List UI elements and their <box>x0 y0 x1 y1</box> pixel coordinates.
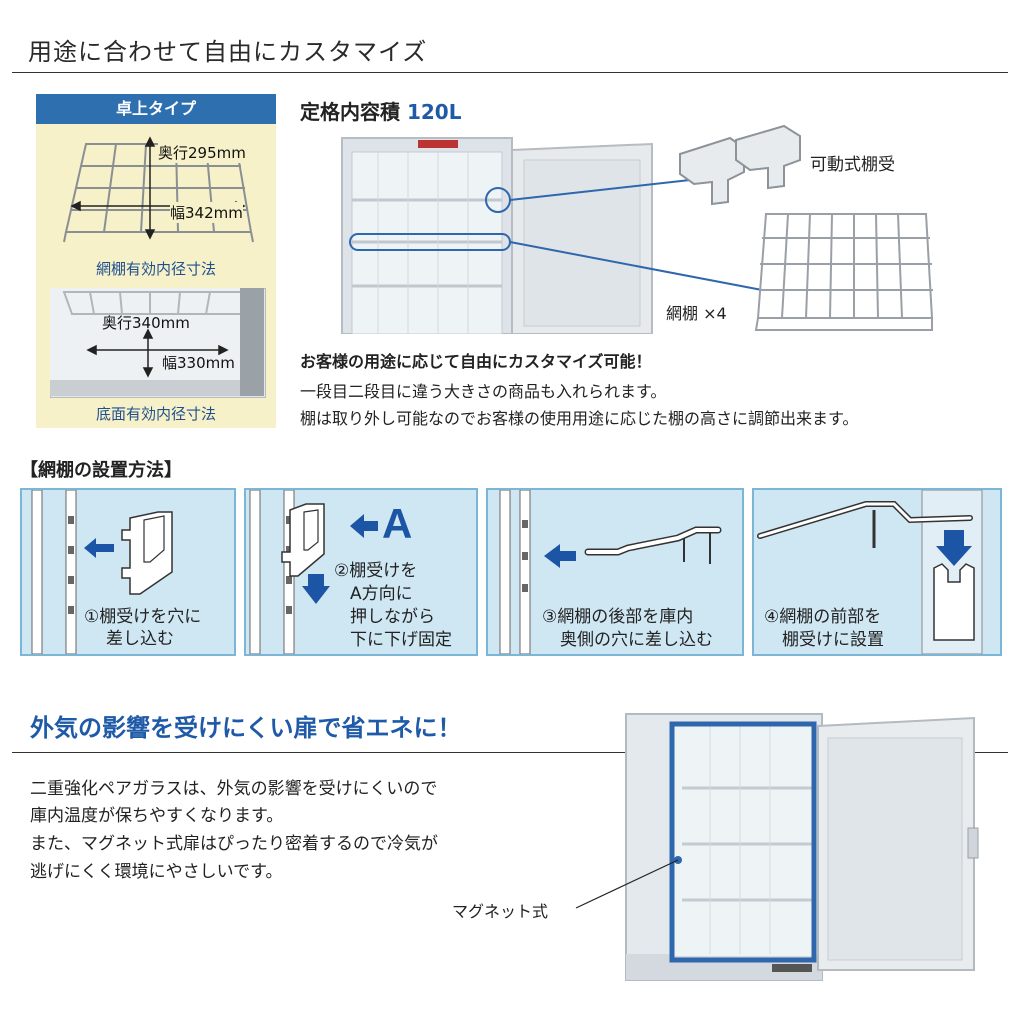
install-section-title: 【網棚の設置方法】 <box>20 460 182 481</box>
step-4-line-2: 棚受けに設置 <box>782 629 884 651</box>
shelf-count-label: 網棚 ×4 <box>666 304 727 323</box>
step-3-line-2: 奥側の穴に差し込む <box>560 629 713 651</box>
bottom-interior-illustration <box>50 288 264 396</box>
step-2-illustration <box>249 490 378 654</box>
magnet-callout-label: マグネット式 <box>452 902 549 921</box>
capacity-title: 定格内容積 120L <box>300 96 461 125</box>
energy-line-3: また、マグネット式扉はぴったり密着するので冷気が <box>30 834 438 854</box>
step-4-illustration <box>757 490 983 654</box>
capacity-value: 120L <box>406 100 462 124</box>
step-1-illustration <box>31 490 173 654</box>
energy-line-4: 逃げにくく環境にやさしいです。 <box>30 862 283 882</box>
movable-bracket-label: 可動式棚受 <box>810 155 895 175</box>
bottom-dimension-caption: 底面有効内径寸法 <box>95 405 216 423</box>
step-1-line-2: 差し込む <box>106 628 174 650</box>
wire-shelf-illustration <box>754 213 934 331</box>
header-divider <box>12 72 1008 73</box>
step-2-line-2: A方向に <box>350 583 413 605</box>
install-step-2: A ②棚受けを A方向に 押しながら 下に下げ固定 <box>244 488 478 656</box>
shelf-depth-label: 奥行295mm <box>158 142 246 163</box>
shelf-width-label: 幅342mm <box>170 202 243 223</box>
capacity-label: 定格内容積 <box>300 100 400 124</box>
step-2-direction-marker: A <box>382 500 413 547</box>
magnet-door-illustration <box>625 713 979 981</box>
install-step-3: ③網棚の後部を庫内 奥側の穴に差し込む <box>486 488 744 656</box>
bottom-depth-label: 奥行340mm <box>102 314 190 332</box>
step-1-line-1: ①棚受けを穴に <box>84 606 202 628</box>
showcase-open-illustration <box>341 137 653 334</box>
step-2-line-1: ②棚受けを <box>334 560 418 582</box>
step-2-line-3: 押しながら <box>350 606 435 628</box>
step-3-illustration <box>499 490 722 654</box>
page-title: 用途に合わせて自由にカスタマイズ <box>28 38 428 66</box>
step-4-line-1: ④網棚の前部を <box>764 606 882 628</box>
step-3-line-1: ③網棚の後部を庫内 <box>542 606 694 628</box>
energy-line-1: 二重強化ペアガラスは、外気の影響を受けにくいので <box>30 779 438 799</box>
energy-divider <box>12 752 1008 753</box>
callout-connector-lines <box>509 179 763 291</box>
shelf-dimension-caption: 網棚有効内径寸法 <box>95 260 216 278</box>
step-2-line-4: 下に下げ固定 <box>350 629 452 651</box>
dimension-tab: 卓上タイプ <box>36 94 276 124</box>
customize-line-1: 一段目二段目に違う大きさの商品も入れられます。 <box>300 382 667 401</box>
install-step-1: ①棚受けを穴に 差し込む <box>20 488 236 656</box>
customize-headline: お客様の用途に応じて自由にカスタマイズ可能！ <box>300 352 652 371</box>
bottom-width-label: 幅330mm <box>162 354 235 372</box>
movable-bracket-illustration <box>679 124 801 206</box>
energy-section-title: 外気の影響を受けにくい扉で省エネに！ <box>30 714 462 742</box>
install-step-4: ④網棚の前部を 棚受けに設置 <box>752 488 1002 656</box>
energy-line-2: 庫内温度が保ちやすくなります。 <box>30 806 284 826</box>
magnet-callout-line <box>575 859 679 909</box>
customize-line-2: 棚は取り外し可能なのでお客様の使用用途に応じた棚の高さに調節出来ます。 <box>300 409 859 428</box>
